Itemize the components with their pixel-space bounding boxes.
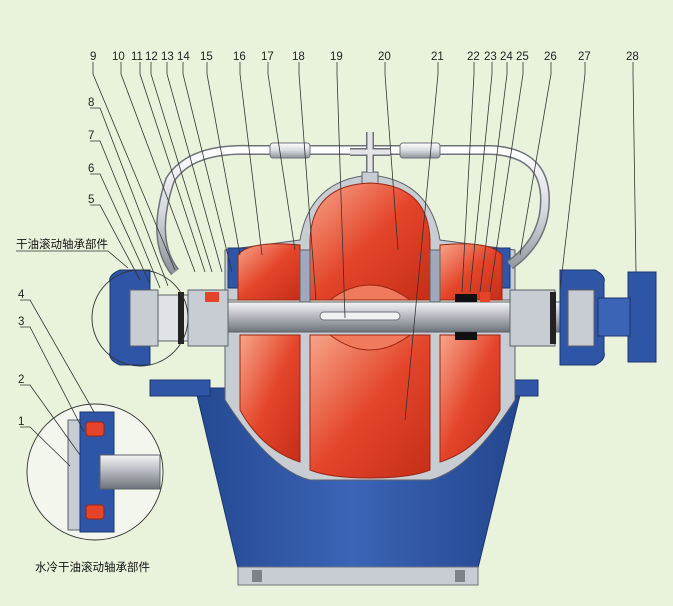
part-number-5: 5: [88, 194, 94, 206]
part-number-25: 25: [516, 51, 529, 63]
part-number-26: 26: [544, 51, 557, 63]
part-number-23: 23: [484, 51, 497, 63]
part-number-1: 1: [18, 416, 24, 428]
part-number-18: 18: [292, 51, 305, 63]
part-number-13: 13: [161, 51, 174, 63]
part-number-19: 19: [330, 51, 343, 63]
part-number-9: 9: [90, 51, 96, 63]
right-bearing-assembly: [509, 269, 605, 366]
part-number-11: 11: [131, 51, 143, 63]
seal-packing: [205, 292, 490, 340]
part-numbers-inset: 4 3 2 1: [18, 289, 25, 428]
part-number-12: 12: [145, 51, 158, 63]
left-bearing-assembly: [109, 269, 229, 366]
part-number-17: 17: [261, 51, 274, 63]
impeller: [237, 182, 503, 479]
part-number-20: 20: [378, 51, 391, 63]
coupling: [597, 271, 657, 363]
bearing-detail-upper: [91, 269, 189, 367]
part-number-4: 4: [18, 289, 25, 301]
part-number-8: 8: [88, 97, 94, 109]
part-number-15: 15: [200, 51, 213, 63]
part-number-10: 10: [112, 51, 125, 63]
part-number-2: 2: [18, 374, 24, 386]
part-number-21: 21: [431, 51, 444, 63]
part-number-27: 27: [578, 51, 591, 63]
part-number-22: 22: [467, 51, 480, 63]
part-number-16: 16: [233, 51, 246, 63]
part-number-24: 24: [500, 51, 513, 63]
part-number-6: 6: [88, 163, 94, 175]
part-number-14: 14: [177, 51, 190, 63]
leader-lines: [16, 62, 637, 467]
part-numbers-top: 9 10 11 12 13 14 15 16 17 18 19 20 21 22…: [90, 51, 639, 63]
part-number-28: 28: [626, 51, 639, 63]
caption-dry-bearing: 干油滚动轴承部件: [16, 237, 108, 251]
part-number-3: 3: [18, 316, 24, 328]
caption-water-cooled-bearing: 水冷干油滚动轴承部件: [35, 560, 150, 574]
part-number-7: 7: [88, 130, 94, 142]
bearing-detail-lower: [26, 403, 164, 541]
part-numbers-left: 8 7 6 5: [88, 97, 94, 206]
